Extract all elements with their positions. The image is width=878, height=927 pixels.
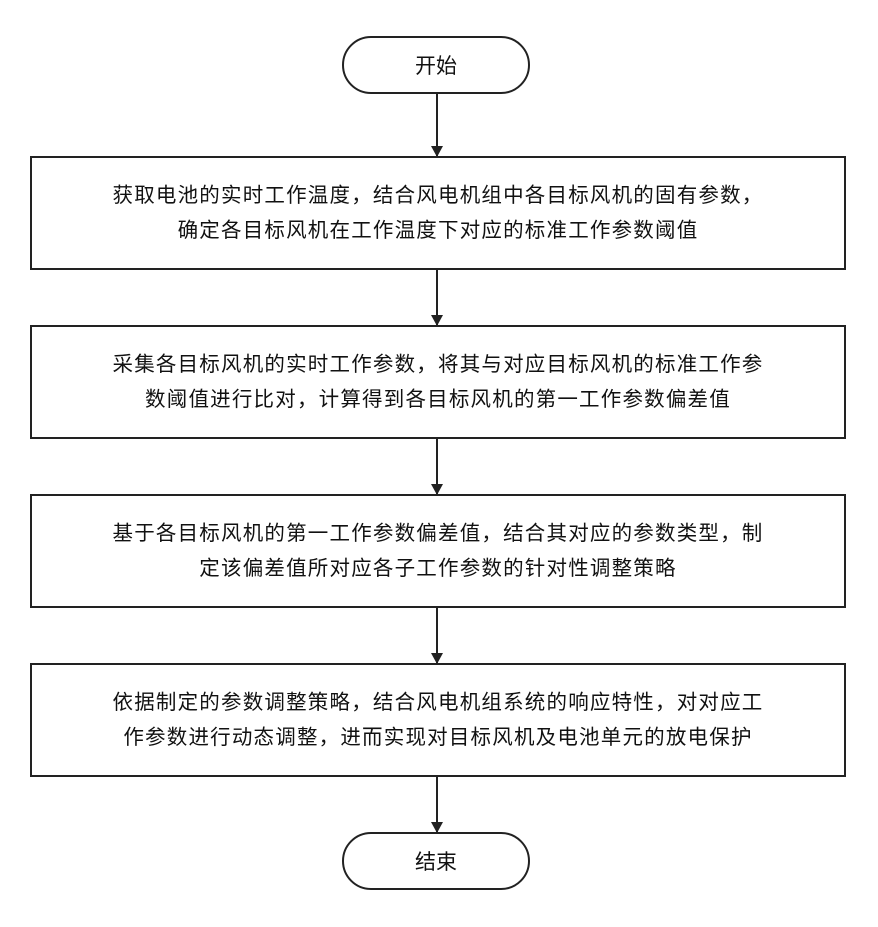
arrow-step-4-to-end [436, 777, 438, 832]
end-node: 结束 [342, 832, 530, 890]
step-3-line-2: 定该偏差值所对应各子工作参数的针对性调整策略 [199, 551, 676, 586]
arrow-step-3-to-step-4 [436, 608, 438, 663]
step-4-line-1: 依据制定的参数调整策略，结合风电机组系统的响应特性，对对应工 [113, 685, 764, 720]
start-node: 开始 [342, 36, 530, 94]
step-3-line-1: 基于各目标风机的第一工作参数偏差值，结合其对应的参数类型，制 [113, 516, 764, 551]
end-label: 结束 [415, 846, 457, 876]
step-2-line-1: 采集各目标风机的实时工作参数，将其与对应目标风机的标准工作参 [113, 347, 764, 382]
step-2-box: 采集各目标风机的实时工作参数，将其与对应目标风机的标准工作参 数阈值进行比对，计… [30, 325, 846, 439]
arrow-start-to-step-1 [436, 94, 438, 156]
step-1-line-2: 确定各目标风机在工作温度下对应的标准工作参数阈值 [178, 213, 699, 248]
step-1-line-1: 获取电池的实时工作温度，结合风电机组中各目标风机的固有参数， [113, 178, 764, 213]
step-2-line-2: 数阈值进行比对，计算得到各目标风机的第一工作参数偏差值 [145, 382, 731, 417]
arrow-step-2-to-step-3 [436, 439, 438, 494]
start-label: 开始 [415, 50, 457, 80]
step-4-line-2: 作参数进行动态调整，进而实现对目标风机及电池单元的放电保护 [123, 720, 752, 755]
step-1-box: 获取电池的实时工作温度，结合风电机组中各目标风机的固有参数， 确定各目标风机在工… [30, 156, 846, 270]
arrow-step-1-to-step-2 [436, 270, 438, 325]
step-4-box: 依据制定的参数调整策略，结合风电机组系统的响应特性，对对应工 作参数进行动态调整… [30, 663, 846, 777]
step-3-box: 基于各目标风机的第一工作参数偏差值，结合其对应的参数类型，制 定该偏差值所对应各… [30, 494, 846, 608]
